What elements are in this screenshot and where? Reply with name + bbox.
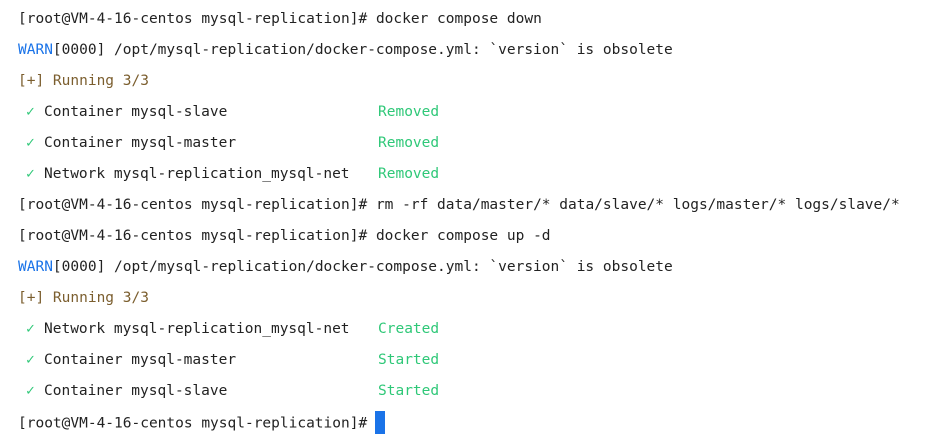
warning-text: [0000] /opt/mysql-replication/docker-com… (52, 42, 673, 58)
warning-line: WARN[0000] /opt/mysql-replication/docker… (18, 256, 935, 287)
resource-label: Network mysql-replication_mysql-net (44, 166, 350, 182)
resource-status: Created (378, 321, 440, 337)
warn-tag: WARN (18, 259, 53, 275)
command-text: docker compose down (375, 11, 542, 27)
warn-tag: WARN (18, 42, 53, 58)
resource-status: Started (378, 383, 440, 399)
check-icon: ✓ (26, 352, 35, 368)
shell-prompt: [root@VM-4-16-centos mysql-replication]# (18, 415, 368, 432)
warning-line: WARN[0000] /opt/mysql-replication/docker… (18, 39, 935, 70)
command-line: [root@VM-4-16-centos mysql-replication]#… (18, 8, 935, 39)
warning-text: [0000] /opt/mysql-replication/docker-com… (52, 259, 673, 275)
active-prompt-line[interactable]: [root@VM-4-16-centos mysql-replication]# (18, 411, 935, 442)
command-text: docker compose up -d (375, 228, 551, 244)
running-status-line: [+] Running 3/3 (18, 290, 149, 306)
resource-status-line: ✓ Network mysql-replication_mysql-net Remo… (18, 163, 935, 194)
resource-status-line: ✓ Network mysql-replication_mysql-net Crea… (18, 318, 935, 349)
check-icon: ✓ (26, 104, 35, 120)
resource-label: Network mysql-replication_mysql-net (44, 321, 350, 337)
command-line: [root@VM-4-16-centos mysql-replication]#… (18, 194, 935, 225)
check-icon: ✓ (26, 321, 35, 337)
shell-prompt: [root@VM-4-16-centos mysql-replication]# (18, 197, 368, 213)
resource-status-line: ✓ Container mysql-master Started (18, 349, 935, 380)
resource-status-line: ✓ Container mysql-slave Removed (18, 101, 935, 132)
resource-status-line: ✓ Container mysql-slave Started (18, 380, 935, 411)
resource-status-line: ✓ Container mysql-master Removed (18, 132, 935, 163)
check-icon: ✓ (26, 383, 35, 399)
resource-status: Removed (378, 166, 440, 182)
resource-status: Started (378, 352, 440, 368)
resource-label: Container mysql-master (44, 352, 237, 368)
resource-label: Container mysql-slave (44, 104, 228, 120)
terminal-cursor[interactable] (375, 411, 386, 434)
check-icon: ✓ (26, 166, 35, 182)
shell-prompt: [root@VM-4-16-centos mysql-replication]# (18, 11, 368, 27)
shell-prompt: [root@VM-4-16-centos mysql-replication]# (18, 228, 368, 244)
resource-label: Container mysql-slave (44, 383, 228, 399)
resource-label: Container mysql-master (44, 135, 237, 151)
command-line: [root@VM-4-16-centos mysql-replication]#… (18, 225, 935, 256)
running-status-line: [+] Running 3/3 (18, 73, 149, 89)
resource-status: Removed (378, 135, 440, 151)
command-text: rm -rf data/master/* data/slave/* logs/m… (375, 197, 900, 213)
resource-status: Removed (378, 104, 440, 120)
check-icon: ✓ (26, 135, 35, 151)
